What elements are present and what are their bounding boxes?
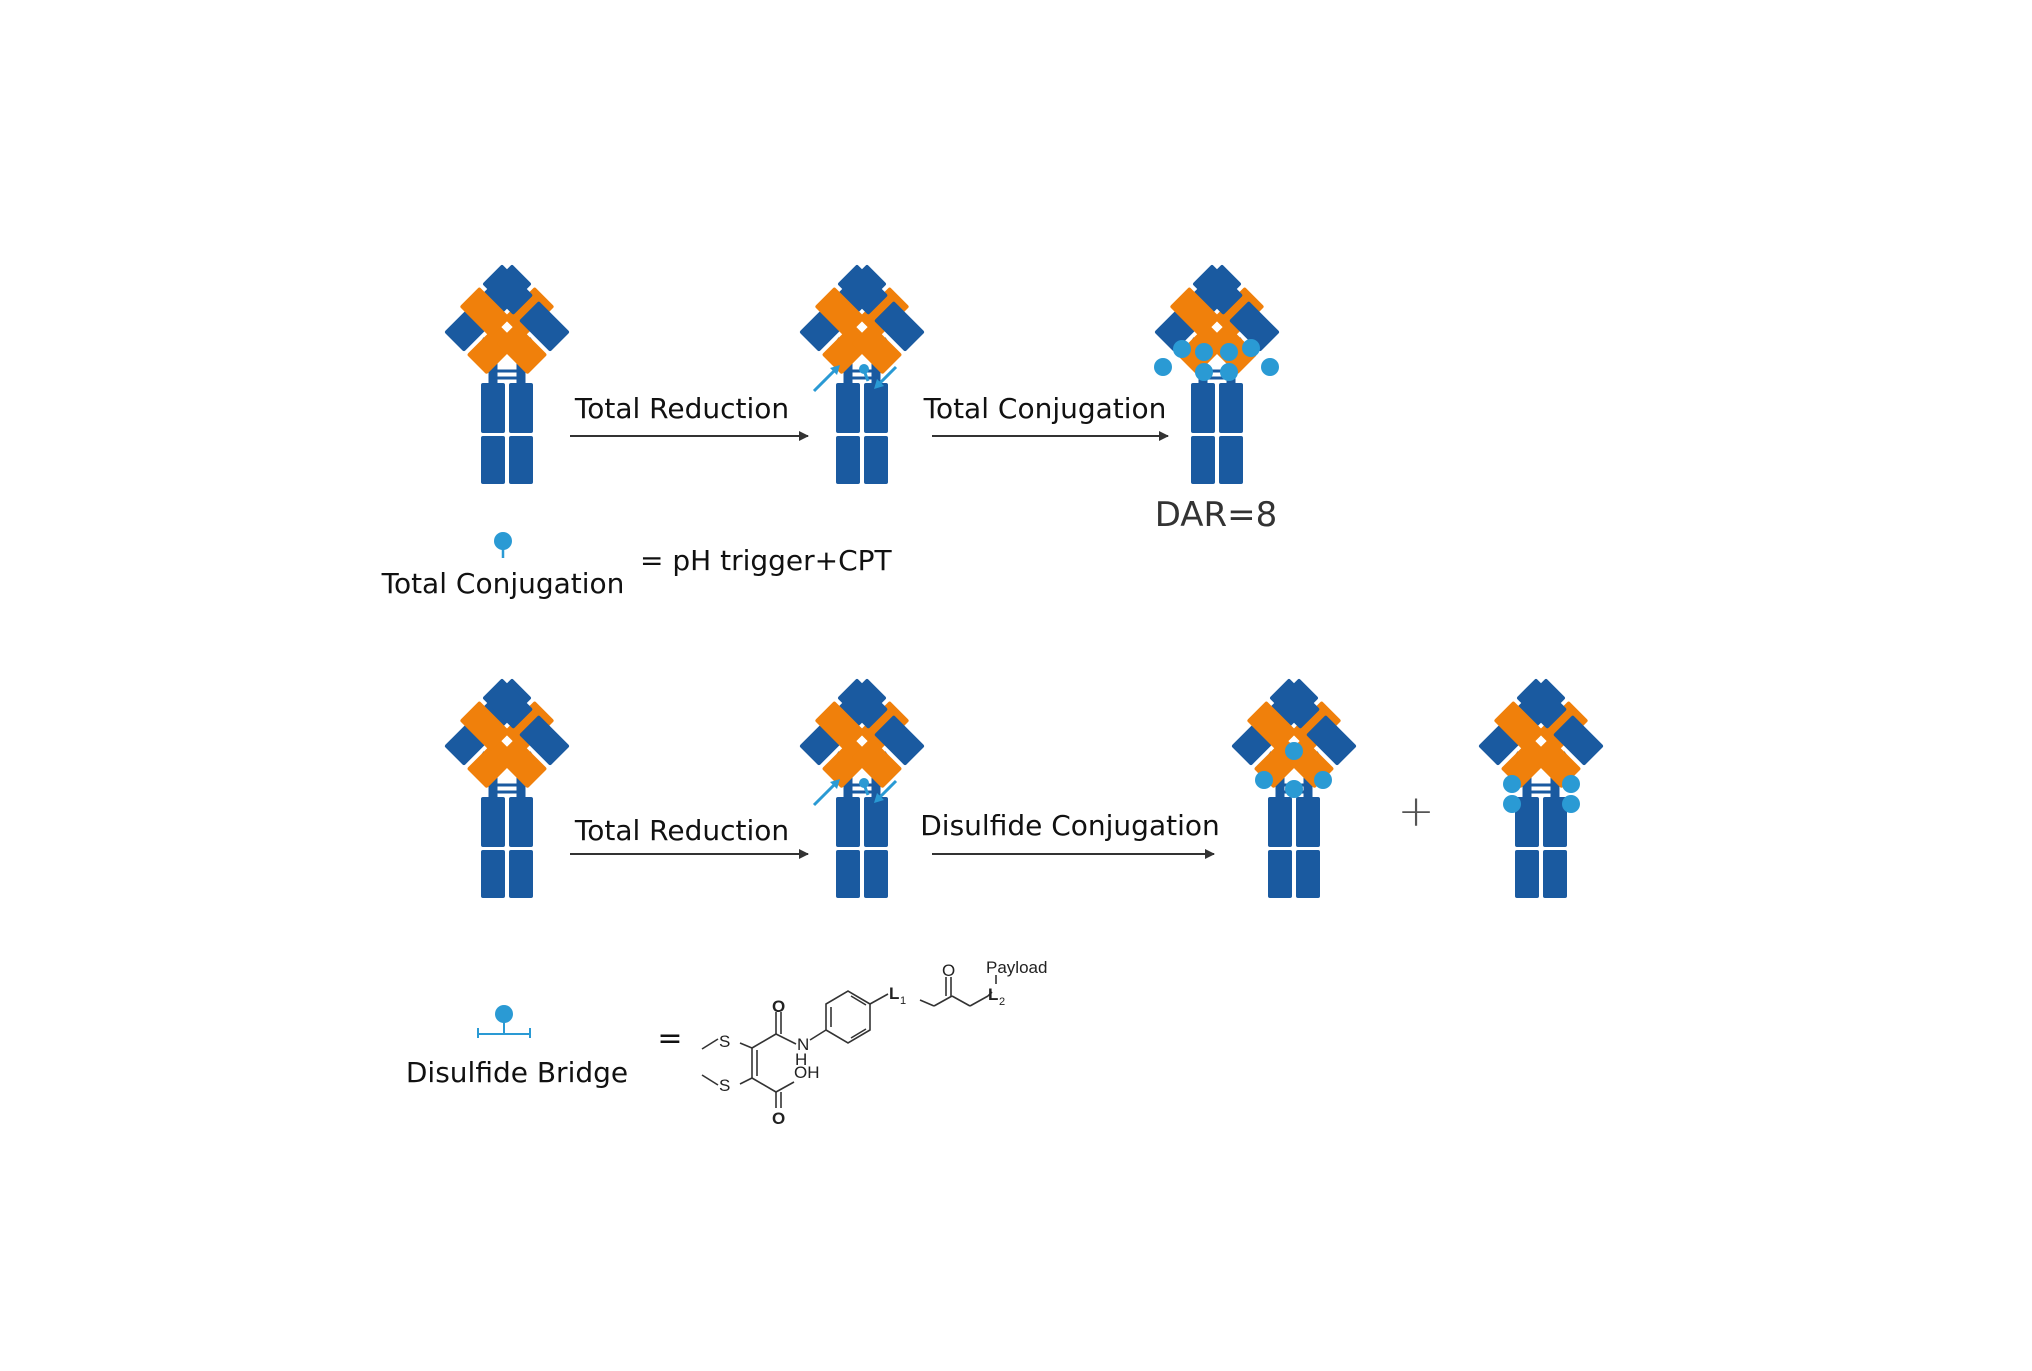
chem-oh: OH — [794, 1063, 820, 1082]
chem-s-top: S — [719, 1032, 730, 1051]
row1-native-antibody — [444, 264, 570, 484]
plus-sign: + — [1398, 786, 1435, 837]
chem-s-bottom: S — [719, 1076, 730, 1095]
bridge-dots-hinge — [1255, 742, 1332, 798]
legend1-label: Total Conjugation — [381, 567, 625, 600]
bridge-dots-lower — [1503, 775, 1580, 813]
row2-product-a-antibody — [1231, 678, 1357, 898]
chem-l2: L — [988, 985, 998, 1004]
chem-l2-sub: 2 — [999, 996, 1005, 1008]
row1-reduced-antibody — [799, 264, 925, 484]
row1-step2-label: Total Conjugation — [923, 392, 1167, 425]
row2-product-b-antibody — [1478, 678, 1604, 898]
chem-h: H — [795, 1050, 807, 1069]
chem-l1-sub: 1 — [900, 995, 906, 1007]
chem-n: N — [797, 1035, 809, 1054]
row2-step2-label: Disulfide Conjugation — [920, 809, 1220, 842]
chem-o-ketone: O — [942, 961, 955, 980]
total-conjugation-legend-icon — [494, 532, 512, 558]
chem-payload: Payload — [986, 958, 1047, 977]
row2-reduced-antibody — [799, 678, 925, 898]
row2-native-antibody — [444, 678, 570, 898]
legend1-equals: = pH trigger+CPT — [640, 544, 893, 577]
chem-o-acid: O — [772, 1109, 785, 1128]
disulfide-bridge-legend-icon — [477, 1005, 531, 1038]
chem-o-amide: O — [772, 997, 785, 1016]
payload-dots — [1154, 339, 1279, 381]
chem-l1: L — [889, 984, 899, 1003]
row1-step1-label: Total Reduction — [574, 392, 789, 425]
row2-step1-label: Total Reduction — [574, 814, 789, 847]
row1-dar8-antibody — [1154, 264, 1280, 484]
legend2-label: Disulfide Bridge — [406, 1056, 628, 1089]
dar-label: DAR=8 — [1155, 495, 1278, 535]
linker-chemical-structure: S S O N H OH O O Payload L 1 L 2 — [701, 958, 1047, 1128]
legend2-equals: = — [657, 1021, 682, 1056]
